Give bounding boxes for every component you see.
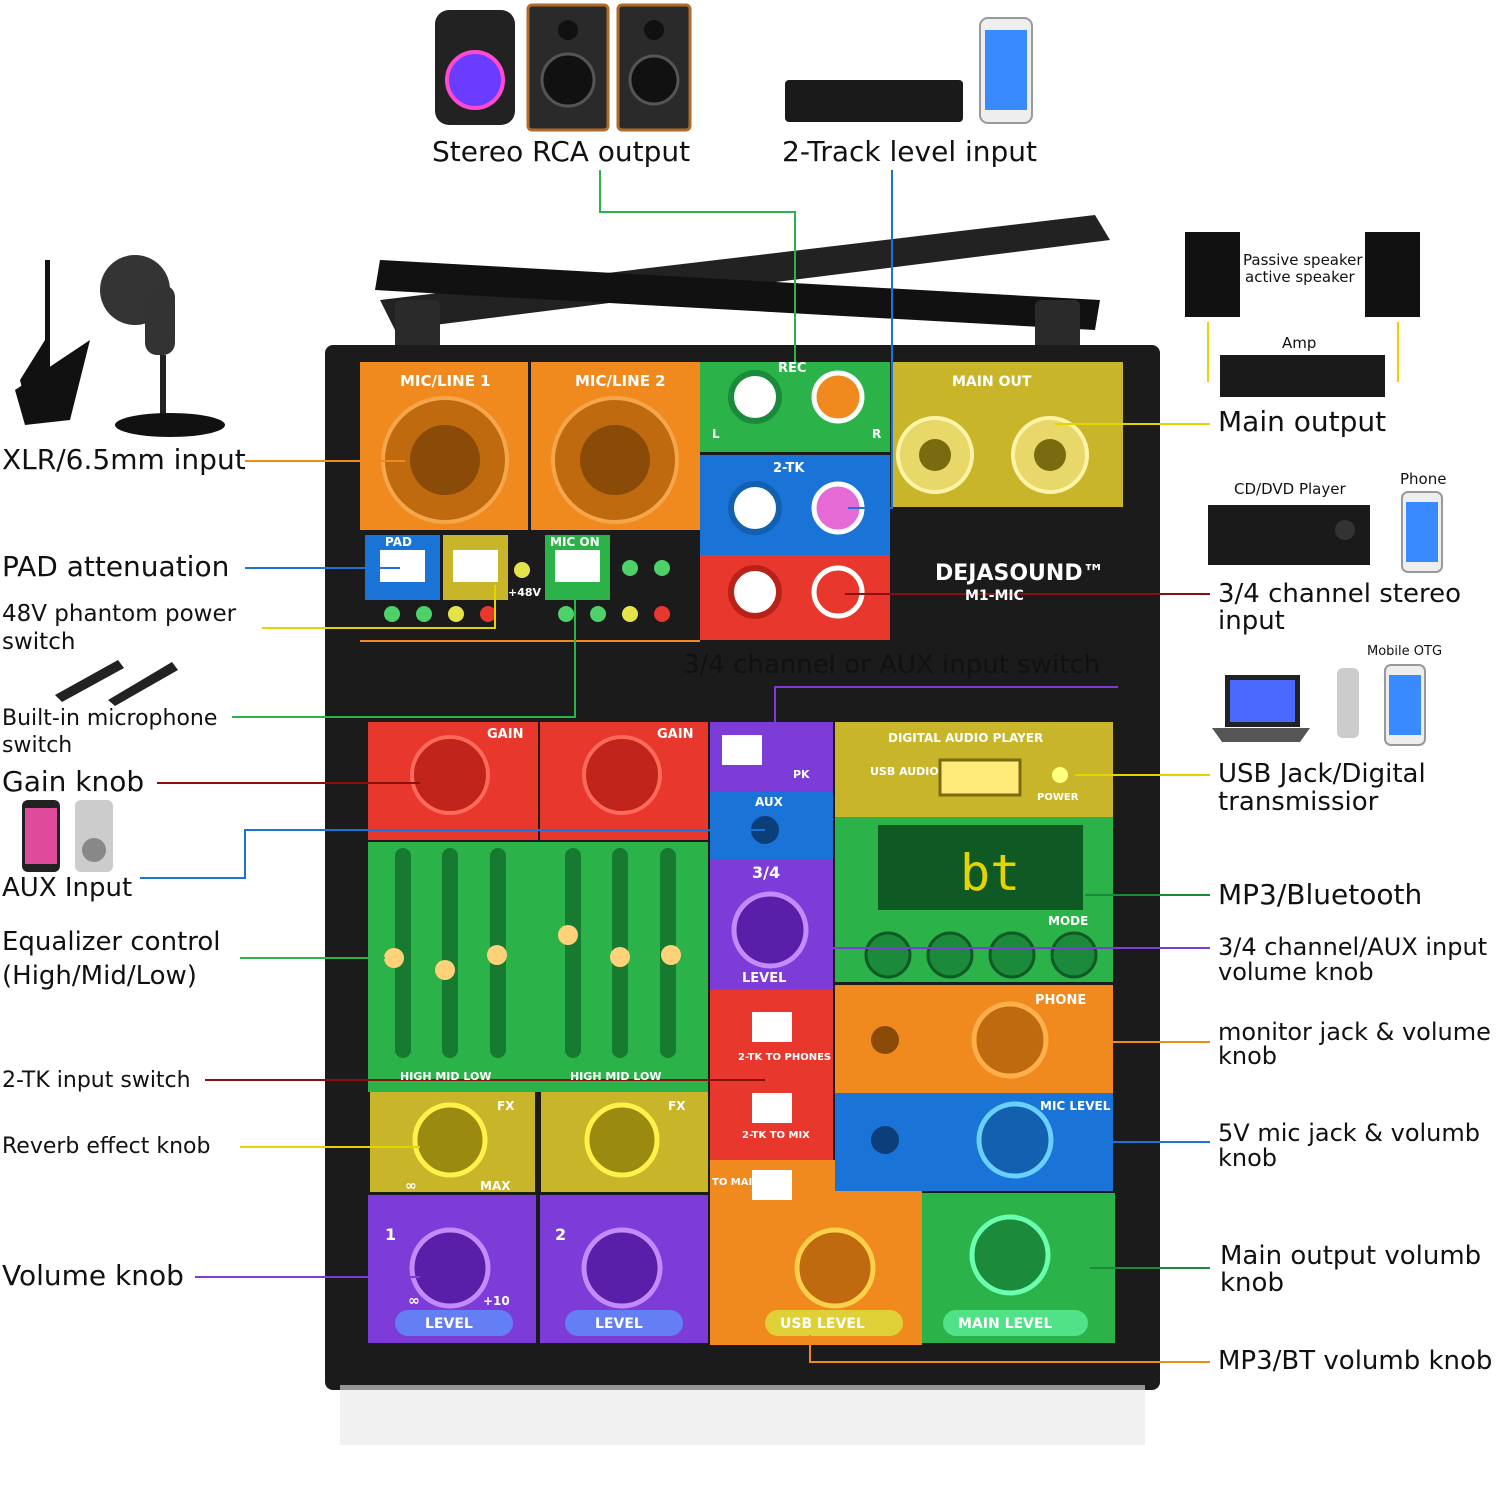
knobs — [409, 735, 1054, 1309]
phone-label: Phone — [1400, 470, 1447, 488]
callout-volume: Volume knob — [2, 1259, 184, 1292]
power-label: POWER — [1037, 792, 1079, 803]
eq-bands-1-label: HIGH MID LOW — [400, 1070, 491, 1083]
rec-label: REC — [778, 361, 806, 376]
to-main-label: TO MAIN — [712, 1177, 761, 1188]
fx-1-min-label: ∞ — [405, 1178, 417, 1194]
callout-lines — [140, 170, 1399, 1363]
ch34-level-label: LEVEL — [742, 971, 786, 986]
fx-1-label: FX — [497, 1099, 515, 1113]
callout-monitor-1: monitor jack & volume — [1218, 1018, 1491, 1046]
active-speaker-label: active speaker — [1245, 268, 1355, 286]
mobile-otg-label: Mobile OTG — [1367, 644, 1443, 659]
callout-eq-2: (High/Mid/Low) — [2, 961, 197, 991]
callout-builtin-mic-2: switch — [2, 733, 73, 758]
fx-1-max-label: MAX — [480, 1179, 511, 1193]
mic-level-label: MIC LEVEL — [1040, 1099, 1111, 1113]
rec-l-label: L — [712, 427, 720, 441]
peripherals — [15, 3, 1443, 872]
callout-phantom-1: 48V phantom power — [2, 601, 237, 627]
cd-player-label: CD/DVD Player — [1234, 480, 1346, 498]
ch34-label: 3/4 — [752, 863, 780, 882]
channel-2-number: 2 — [555, 1225, 566, 1244]
level-1-min-label: ∞ — [408, 1293, 420, 1309]
level-2-label: LEVEL — [595, 1316, 643, 1332]
callout-gain: Gain knob — [2, 765, 145, 798]
antennas — [375, 215, 1110, 350]
amp-label: Amp — [1282, 334, 1317, 352]
model-name: M1-MIC — [965, 588, 1024, 604]
p48v-label: +48V — [508, 586, 542, 599]
callout-aux-switch: 3/4 channel or AUX input switch — [683, 650, 1101, 680]
gain-2-label: GAIN — [657, 727, 693, 742]
callout-builtin-mic-1: Built-in microphone — [2, 706, 218, 731]
phone-panel-label: PHONE — [1035, 993, 1086, 1008]
usb-audio-label: USB AUDIO — [870, 765, 939, 778]
callout-monitor-2: knob — [1218, 1042, 1278, 1070]
level-1-max-label: +10 — [483, 1294, 510, 1308]
fx-2-label: FX — [668, 1099, 686, 1113]
main-level-label: MAIN LEVEL — [958, 1316, 1052, 1332]
callout-pad: PAD attenuation — [2, 550, 230, 583]
callout-stereo-rca: Stereo RCA output — [432, 135, 691, 168]
tk-phones-label: 2-TK TO PHONES — [738, 1052, 831, 1063]
callout-aux-input: AUX Input — [2, 873, 133, 903]
level-1-label: LEVEL — [425, 1316, 473, 1332]
callout-eq-1: Equalizer control — [2, 927, 221, 957]
tk-mix-label: 2-TK TO MIX — [742, 1130, 810, 1141]
panel-lettering: MIC/LINE 1 MIC/LINE 2 REC MAIN OUT 2-TK … — [385, 361, 1111, 1332]
callout-xlr: XLR/6.5mm input — [2, 443, 246, 476]
callout-mic5v-1: 5V mic jack & volumb — [1218, 1119, 1481, 1147]
callout-ch34-volume-1: 3/4 channel/AUX input — [1218, 933, 1488, 961]
eq-sliders — [384, 848, 681, 1058]
callout-main-output: Main output — [1218, 405, 1387, 438]
mic-on-label: MIC ON — [550, 535, 600, 549]
callout-usb-jack-1: USB Jack/Digital — [1218, 759, 1426, 789]
mic-line-2-label: MIC/LINE 2 — [575, 372, 666, 390]
mode-label: MODE — [1048, 914, 1088, 928]
main-out-label: MAIN OUT — [952, 374, 1032, 390]
gain-1-label: GAIN — [487, 727, 523, 742]
brand-name: DEJASOUND™ — [935, 561, 1105, 586]
callout-phantom-2: switch — [2, 629, 76, 655]
pad-label: PAD — [385, 535, 412, 549]
lcd-display-text: bt — [960, 844, 1020, 902]
callout-mp3bt-vol: MP3/BT volumb knob — [1218, 1346, 1493, 1376]
pk-label: PK — [793, 768, 810, 781]
callout-ch34-stereo-1: 3/4 channel stereo — [1218, 579, 1462, 609]
channel-1-number: 1 — [385, 1225, 396, 1244]
aux-label: AUX — [755, 795, 784, 809]
callout-mic5v-2: knob — [1218, 1144, 1278, 1172]
callout-ch34-volume-2: volume knob — [1218, 958, 1374, 986]
mic-line-1-label: MIC/LINE 1 — [400, 372, 491, 390]
eq-bands-2-label: HIGH MID LOW — [570, 1070, 661, 1083]
callout-ch34-stereo-2: input — [1218, 606, 1285, 636]
callout-main-vol-2: knob — [1220, 1268, 1284, 1298]
callout-usb-jack-2: transmissior — [1218, 787, 1379, 817]
two-tk-label: 2-TK — [773, 461, 805, 476]
callout-main-vol-1: Main output volumb — [1220, 1241, 1482, 1271]
callout-two-tk-switch: 2-TK input switch — [2, 1068, 191, 1093]
callout-mp3-bt: MP3/Bluetooth — [1218, 878, 1423, 911]
passive-speaker-label: Passive speaker — [1243, 251, 1363, 269]
rec-r-label: R — [872, 427, 881, 441]
dap-label: DIGITAL AUDIO PLAYER — [888, 731, 1043, 745]
usb-level-label: USB LEVEL — [780, 1316, 865, 1332]
callout-two-track: 2-Track level input — [782, 135, 1038, 168]
callout-reverb: Reverb effect knob — [2, 1134, 211, 1159]
